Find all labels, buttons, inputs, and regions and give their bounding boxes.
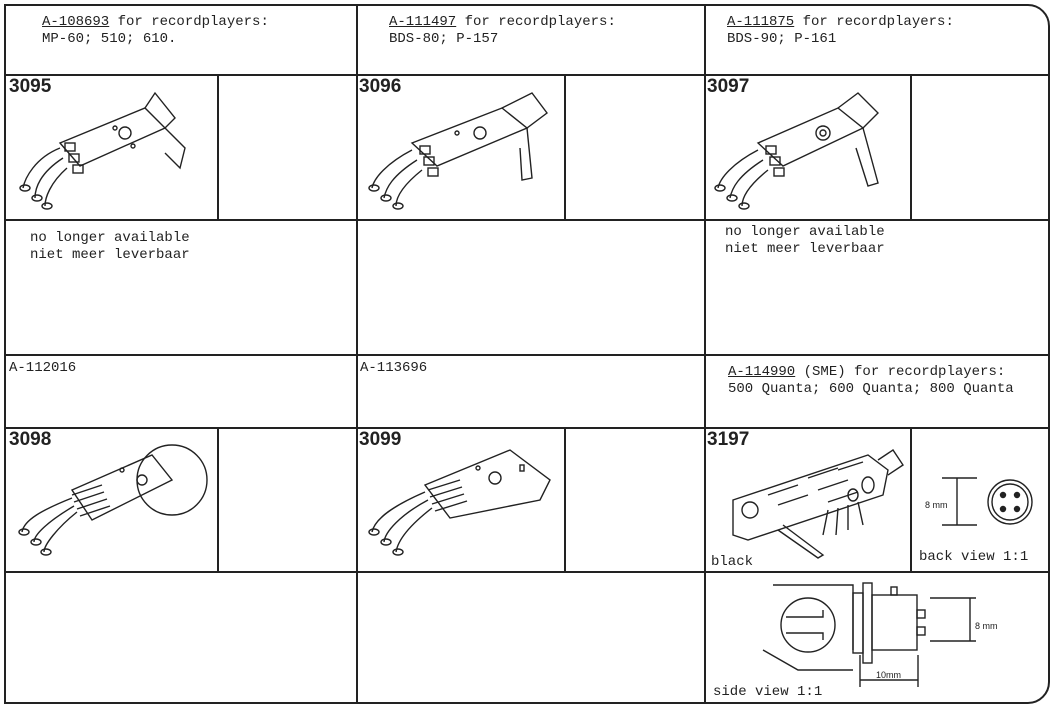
note-en: no longer available bbox=[30, 230, 190, 246]
dimension-label: 10mm bbox=[876, 670, 902, 680]
note-nl: niet meer leverbaar bbox=[725, 241, 885, 257]
divider bbox=[217, 75, 219, 220]
connector-3096-drawing bbox=[368, 92, 548, 210]
cell-3097-header: A-111875 for recordplayers:BDS-90; P-161 bbox=[727, 14, 954, 48]
side-view-drawing bbox=[762, 582, 976, 687]
color-label: black bbox=[711, 554, 754, 570]
header-text: (SME) for recordplayers: bbox=[795, 364, 1006, 380]
back-view-drawing bbox=[942, 477, 1033, 526]
models: BDS-90; P-161 bbox=[727, 31, 837, 47]
divider bbox=[4, 354, 1050, 356]
part-code: A-111497 bbox=[389, 14, 457, 30]
part-code: A-113696 bbox=[360, 360, 428, 376]
item-number: 3099 bbox=[359, 429, 402, 450]
header-text: for recordplayers: bbox=[794, 14, 954, 30]
header-text: for recordplayers: bbox=[109, 14, 269, 30]
part-code: A-114990 bbox=[728, 364, 796, 380]
models: BDS-80; P-157 bbox=[389, 31, 499, 47]
connector-3098-drawing bbox=[18, 444, 208, 556]
divider bbox=[4, 219, 1050, 221]
models: MP-60; 510; 610. bbox=[42, 31, 177, 47]
item-number: 3097 bbox=[707, 76, 750, 97]
divider bbox=[4, 74, 1050, 76]
item-number: 3096 bbox=[359, 76, 402, 97]
divider bbox=[217, 428, 219, 572]
note-nl: niet meer leverbaar bbox=[30, 247, 190, 263]
connector-3095-drawing bbox=[19, 91, 186, 210]
dimension-label: 8 mm bbox=[975, 621, 998, 631]
cell-3197-header: A-114990 (SME) for recordplayers:500 Qua… bbox=[728, 364, 1014, 398]
item-number: 3095 bbox=[9, 76, 52, 97]
part-code: A-108693 bbox=[42, 14, 110, 30]
back-view-caption: back view 1:1 bbox=[919, 549, 1029, 565]
part-code: A-111875 bbox=[727, 14, 795, 30]
divider bbox=[564, 75, 566, 220]
divider bbox=[910, 428, 912, 572]
cell-3096-header: A-111497 for recordplayers:BDS-80; P-157 bbox=[389, 14, 616, 48]
side-view-caption: side view 1:1 bbox=[713, 684, 823, 700]
divider bbox=[564, 428, 566, 572]
part-code: A-112016 bbox=[9, 360, 77, 376]
note-en: no longer available bbox=[725, 224, 885, 240]
cell-3095-header: A-108693 for recordplayers:MP-60; 510; 6… bbox=[42, 14, 269, 48]
connector-3097-drawing bbox=[714, 92, 879, 210]
connector-3099-drawing bbox=[368, 449, 551, 556]
models: 500 Quanta; 600 Quanta; 800 Quanta bbox=[728, 381, 1014, 397]
divider bbox=[910, 75, 912, 220]
item-number: 3197 bbox=[707, 429, 750, 450]
divider bbox=[4, 571, 1050, 573]
headshell-3197-drawing bbox=[732, 449, 904, 559]
dimension-label: 8 mm bbox=[925, 500, 948, 510]
header-text: for recordplayers: bbox=[456, 14, 616, 30]
divider bbox=[4, 427, 1050, 429]
item-number: 3098 bbox=[9, 429, 52, 450]
